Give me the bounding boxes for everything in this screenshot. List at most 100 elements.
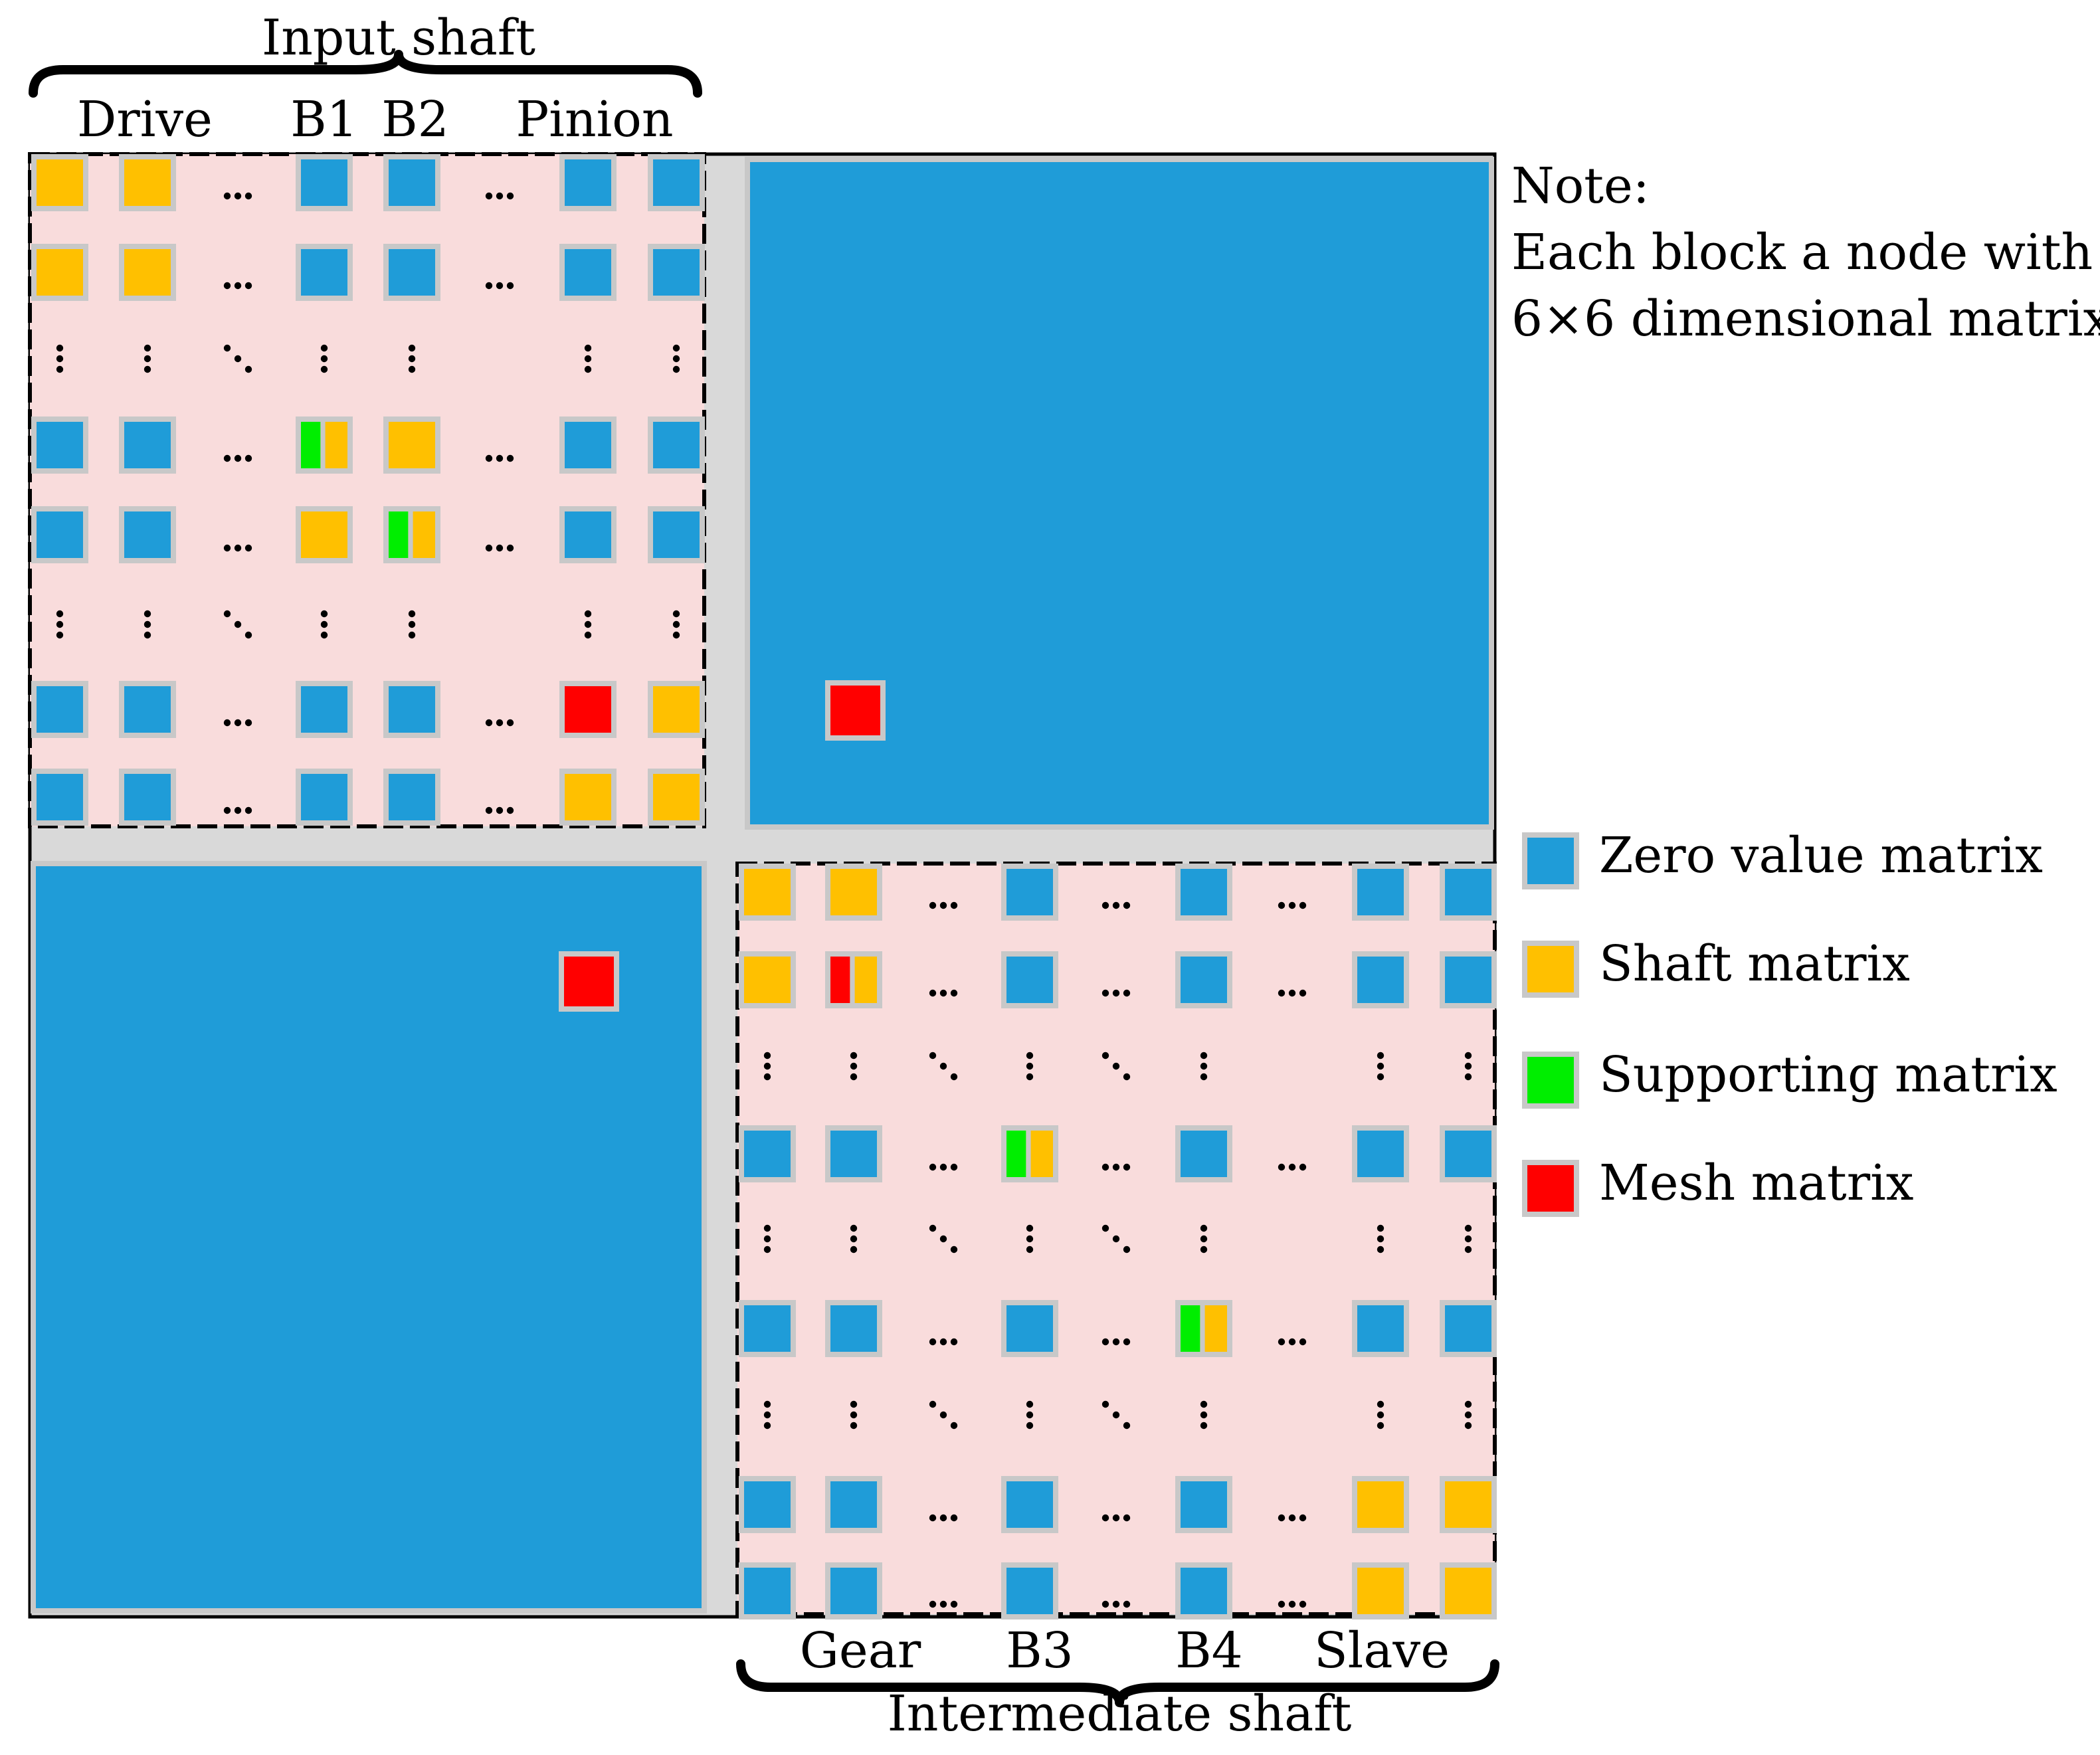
- inter-horizontal-ellipsis-icon: [929, 1514, 958, 1522]
- inter-horizontal-ellipsis-icon: [1101, 989, 1131, 997]
- matrix-block: [739, 864, 796, 921]
- input-vertical-ellipsis-icon: [143, 610, 151, 639]
- note-line-2: 6×6 dimensional matrix: [1511, 290, 2100, 347]
- inter-diagonal-ellipsis-icon: [1101, 1400, 1131, 1430]
- matrix-block: [119, 681, 176, 738]
- matrix-block: [296, 769, 353, 826]
- inter-diagonal-ellipsis-icon: [1101, 1224, 1131, 1253]
- inter-horizontal-ellipsis-icon: [929, 1600, 958, 1608]
- inter-horizontal-ellipsis-icon: [1101, 1338, 1131, 1346]
- matrix-block: [825, 951, 882, 1008]
- inter-vertical-ellipsis-icon: [763, 1400, 771, 1430]
- matrix-block: [739, 951, 796, 1008]
- matrix-block: [296, 506, 353, 563]
- matrix-block: [296, 416, 353, 474]
- input-horizontal-ellipsis-icon: [223, 192, 252, 200]
- inter-vertical-ellipsis-icon: [850, 1052, 858, 1081]
- inter-horizontal-ellipsis-icon: [1278, 901, 1307, 909]
- matrix-block: [31, 681, 88, 738]
- matrix-block: [559, 416, 617, 474]
- input-horizontal-ellipsis-icon: [485, 192, 514, 200]
- input-horizontal-ellipsis-icon: [485, 806, 514, 814]
- inter-diagonal-ellipsis-icon: [929, 1052, 958, 1081]
- inter-diagonal-ellipsis-icon: [929, 1224, 958, 1253]
- note: Note: Each block a node with 6×6 dimensi…: [1511, 157, 2100, 347]
- legend-swatch-shaft: [1522, 941, 1579, 998]
- matrix-block: [1001, 951, 1058, 1008]
- matrix-block: [1175, 1300, 1232, 1357]
- coupling-mesh-block-bottom: [559, 951, 619, 1012]
- intermediate-shaft-brace: [736, 1659, 1499, 1707]
- matrix-block: [825, 1300, 882, 1357]
- matrix-block: [739, 1125, 796, 1182]
- input-vertical-ellipsis-icon: [320, 344, 328, 373]
- matrix-block: [1440, 951, 1497, 1008]
- input-label-drive: Drive: [77, 91, 213, 148]
- inter-horizontal-ellipsis-icon: [1101, 1600, 1131, 1608]
- matrix-block: [119, 416, 176, 474]
- input-horizontal-ellipsis-icon: [223, 282, 252, 290]
- matrix-block: [119, 769, 176, 826]
- matrix-block: [119, 154, 176, 211]
- matrix-block: [1175, 951, 1232, 1008]
- matrix-block: [825, 864, 882, 921]
- matrix-block: [1352, 864, 1409, 921]
- inter-horizontal-ellipsis-icon: [1278, 1163, 1307, 1171]
- inter-horizontal-ellipsis-icon: [1278, 1600, 1307, 1608]
- inter-vertical-ellipsis-icon: [1200, 1224, 1208, 1253]
- matrix-block: [1001, 864, 1058, 921]
- matrix-block: [296, 681, 353, 738]
- matrix-block: [648, 416, 705, 474]
- matrix-block: [559, 506, 617, 563]
- inter-vertical-ellipsis-icon: [1026, 1400, 1034, 1430]
- inter-label-slave: Slave: [1314, 1622, 1450, 1679]
- input-shaft-submatrix: [28, 152, 706, 828]
- inter-diagonal-ellipsis-icon: [929, 1400, 958, 1430]
- matrix-block: [1440, 1562, 1497, 1619]
- input-horizontal-ellipsis-icon: [223, 806, 252, 814]
- legend: Zero value matrix Shaft matrix Supportin…: [1522, 827, 2057, 1217]
- inter-label-gear: Gear: [800, 1622, 921, 1679]
- matrix-block: [648, 769, 705, 826]
- inter-horizontal-ellipsis-icon: [929, 1338, 958, 1346]
- matrix-block: [1352, 951, 1409, 1008]
- inter-horizontal-ellipsis-icon: [929, 989, 958, 997]
- input-label-b1: B1: [290, 91, 357, 148]
- legend-label-shaft: Shaft matrix: [1599, 935, 1910, 992]
- matrix-block: [31, 769, 88, 826]
- inter-vertical-ellipsis-icon: [1200, 1400, 1208, 1430]
- inter-vertical-ellipsis-icon: [763, 1224, 771, 1253]
- matrix-block: [1440, 1300, 1497, 1357]
- matrix-block: [31, 154, 88, 211]
- inter-label-b4: B4: [1175, 1622, 1242, 1679]
- input-vertical-ellipsis-icon: [408, 610, 416, 639]
- inter-vertical-ellipsis-icon: [1464, 1052, 1472, 1081]
- input-vertical-ellipsis-icon: [672, 610, 680, 639]
- matrix-block: [119, 244, 176, 301]
- coupling-mesh-block-top: [825, 680, 886, 741]
- matrix-block: [383, 506, 440, 563]
- inter-vertical-ellipsis-icon: [763, 1052, 771, 1081]
- input-horizontal-ellipsis-icon: [485, 454, 514, 462]
- matrix-block: [825, 1562, 882, 1619]
- input-shaft-brace: [29, 50, 702, 98]
- matrix-block: [1440, 1476, 1497, 1533]
- legend-label-mesh: Mesh matrix: [1599, 1155, 1914, 1212]
- matrix-block: [1352, 1476, 1409, 1533]
- matrix-block: [383, 769, 440, 826]
- inter-vertical-ellipsis-icon: [1026, 1224, 1034, 1253]
- matrix-block: [825, 1125, 882, 1182]
- inter-vertical-ellipsis-icon: [1464, 1400, 1472, 1430]
- matrix-block: [1352, 1125, 1409, 1182]
- input-horizontal-ellipsis-icon: [223, 544, 252, 552]
- matrix-block: [559, 681, 617, 738]
- legend-swatch-mesh: [1522, 1160, 1579, 1217]
- matrix-block: [559, 244, 617, 301]
- matrix-block: [383, 681, 440, 738]
- input-horizontal-ellipsis-icon: [485, 544, 514, 552]
- input-horizontal-ellipsis-icon: [485, 282, 514, 290]
- inter-horizontal-ellipsis-icon: [929, 901, 958, 909]
- intermediate-shaft-title: Intermediate shaft: [888, 1685, 1352, 1742]
- matrix-block: [648, 681, 705, 738]
- input-diagonal-ellipsis-icon: [223, 610, 252, 639]
